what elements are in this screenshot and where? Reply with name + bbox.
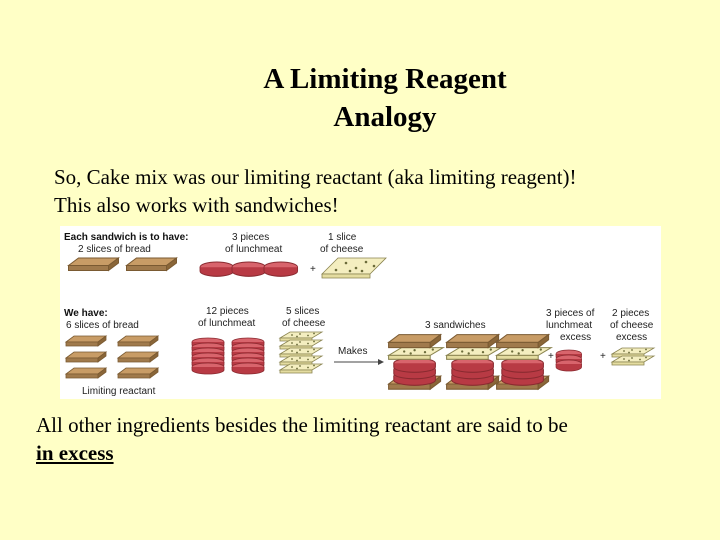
excess-cheese-label-3: excess <box>616 332 647 343</box>
excess-meat-label-3: excess <box>560 332 591 343</box>
have-meat-label-1: 12 pieces <box>206 306 249 317</box>
have-bread-label: 6 slices of bread <box>66 320 139 331</box>
conclusion-text: All other ingredients besides the limiti… <box>36 411 696 467</box>
excess-cheese-label-2: of cheese <box>610 320 654 331</box>
plus-sign-3: + <box>600 351 606 362</box>
sandwich-diagram: Each sandwich is to have: 2 slices of br… <box>64 232 655 397</box>
req-cheese-label-1: 1 slice <box>328 232 357 243</box>
have-lunchmeat-stacks <box>191 337 265 375</box>
req-bread-label: 2 slices of bread <box>78 244 151 255</box>
sandwiches-label: 3 sandwiches <box>425 320 486 331</box>
three-sandwiches <box>389 335 552 390</box>
excess-meat-label-2: lunchmeat <box>546 320 592 331</box>
have-cheese-label-1: 5 slices <box>286 306 319 317</box>
plus-sign-2: + <box>548 351 554 362</box>
makes-arrow-icon <box>334 359 384 365</box>
intro-line-1: So, Cake mix was our limiting reactant (… <box>54 165 577 189</box>
have-meat-label-2: of lunchmeat <box>198 318 255 329</box>
req-cheese-label-2: of cheese <box>320 244 364 255</box>
req-meat-label-2: of lunchmeat <box>225 244 282 255</box>
have-heading: We have: <box>64 308 108 319</box>
have-bread-stacks <box>65 335 159 379</box>
req-bread-slices <box>68 257 177 271</box>
excess-cheese-label-1: 2 pieces <box>612 308 649 319</box>
have-cheese-stack <box>279 331 323 374</box>
excess-lunchmeat <box>555 349 582 372</box>
intro-line-2: This also works with sandwiches! <box>54 193 339 217</box>
requirements-heading: Each sandwich is to have: <box>64 232 188 243</box>
req-lunchmeat <box>199 261 299 277</box>
have-cheese-label-2: of cheese <box>282 318 326 329</box>
in-excess-emphasis: in excess <box>36 441 114 465</box>
req-cheese-slice <box>321 257 387 279</box>
title-line-1: A Limiting Reagent <box>263 63 507 95</box>
conclusion-line-1: All other ingredients besides the limiti… <box>36 413 568 437</box>
makes-label: Makes <box>338 346 367 357</box>
excess-meat-label-1: 3 pieces of <box>546 308 595 319</box>
req-meat-label-1: 3 pieces <box>232 232 269 243</box>
limiting-reactant-label: Limiting reactant <box>82 386 156 397</box>
intro-text: So, Cake mix was our limiting reactant (… <box>54 163 694 219</box>
page-title: A Limiting Reagent Analogy <box>200 60 570 136</box>
sandwich-figure: Each sandwich is to have: 2 slices of br… <box>60 226 661 399</box>
plus-sign-1: + <box>310 264 316 275</box>
excess-cheese <box>611 347 655 366</box>
title-line-2: Analogy <box>333 101 437 133</box>
